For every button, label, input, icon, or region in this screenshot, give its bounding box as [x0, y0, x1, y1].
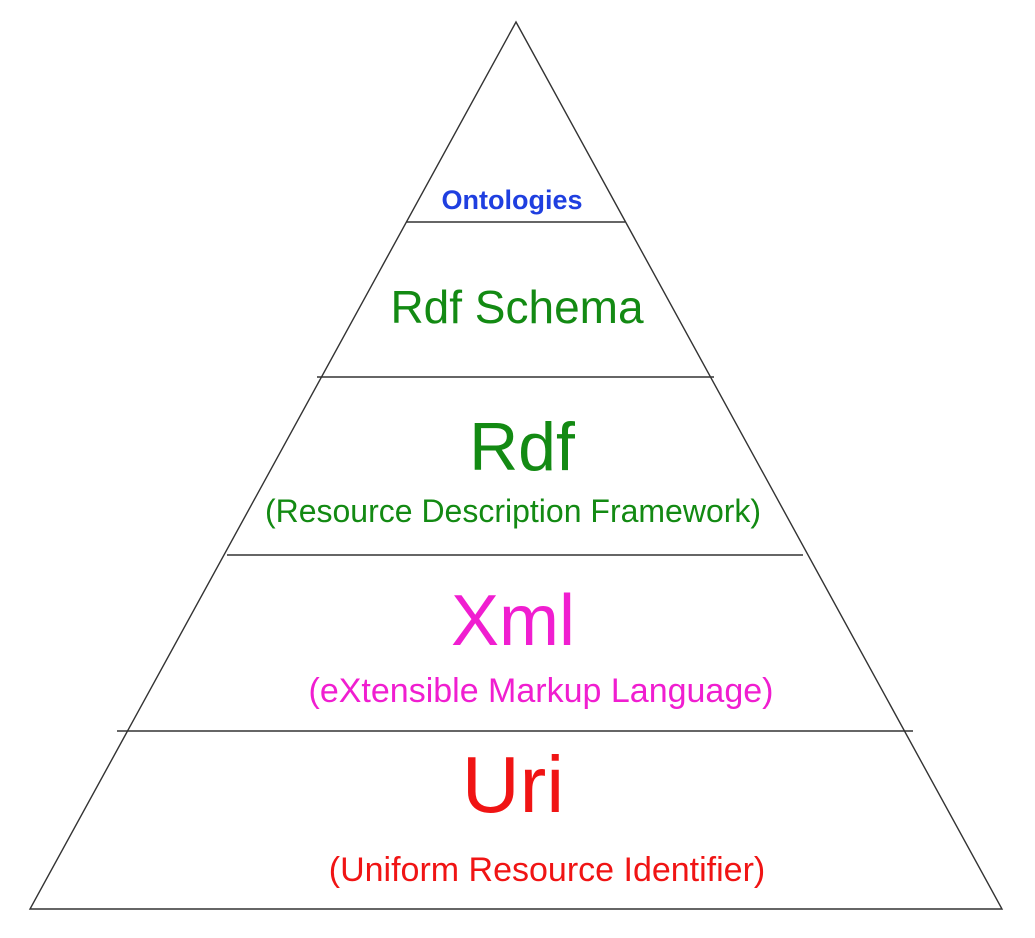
layer-rdf-schema-title: Rdf Schema: [390, 281, 644, 333]
layer-rdf-subtitle: (Resource Description Framework): [265, 493, 761, 529]
layer-rdf-title: Rdf: [469, 409, 575, 485]
layer-xml-subtitle: (eXtensible Markup Language): [309, 672, 774, 710]
layer-xml-title: Xml: [451, 581, 575, 661]
layer-uri-subtitle: (Uniform Resource Identifier): [329, 851, 765, 889]
layer-ontologies-title: Ontologies: [442, 185, 583, 215]
pyramid-outline: [28, 20, 1004, 910]
layer-uri-title: Uri: [462, 740, 564, 829]
